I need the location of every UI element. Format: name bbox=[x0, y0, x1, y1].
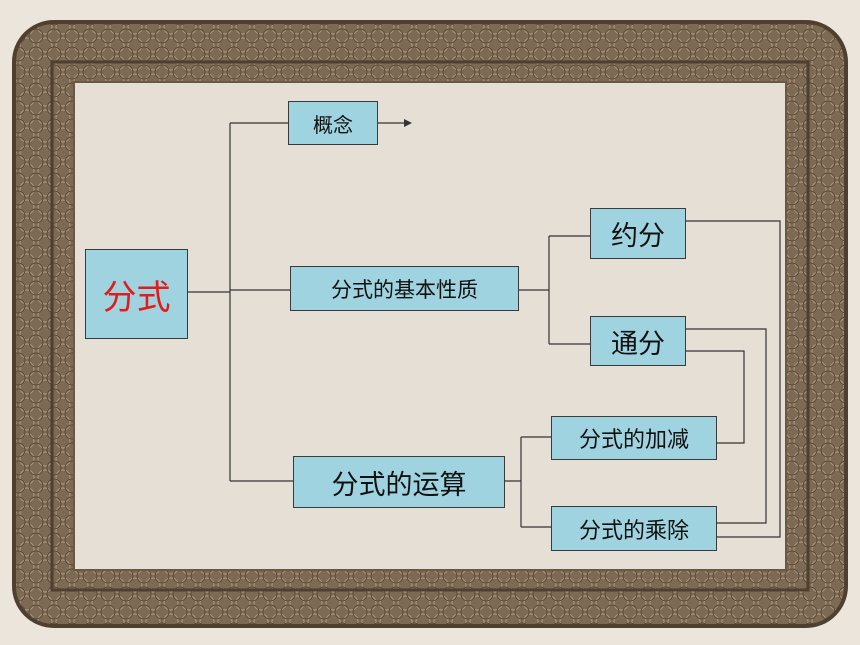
node-reduce: 约分 bbox=[590, 208, 686, 259]
node-reduce-label: 约分 bbox=[611, 221, 665, 252]
node-basic-property: 分式的基本性质 bbox=[290, 266, 519, 311]
node-root: 分式 bbox=[85, 249, 188, 339]
node-concept: 概念 bbox=[288, 101, 378, 145]
node-add-subtract: 分式的加减 bbox=[551, 416, 717, 460]
node-common-denominator-label: 通分 bbox=[611, 328, 665, 360]
node-basic-property-label: 分式的基本性质 bbox=[331, 277, 478, 302]
node-concept-label: 概念 bbox=[313, 112, 353, 137]
node-operations-label: 分式的运算 bbox=[331, 469, 467, 501]
node-common-denominator: 通分 bbox=[590, 316, 686, 366]
node-root-label: 分式 bbox=[102, 277, 171, 318]
node-multiply-divide: 分式的乘除 bbox=[551, 506, 717, 551]
node-operations: 分式的运算 bbox=[293, 456, 505, 508]
node-add-subtract-label: 分式的加减 bbox=[578, 428, 689, 453]
node-multiply-divide-label: 分式的乘除 bbox=[578, 518, 689, 544]
